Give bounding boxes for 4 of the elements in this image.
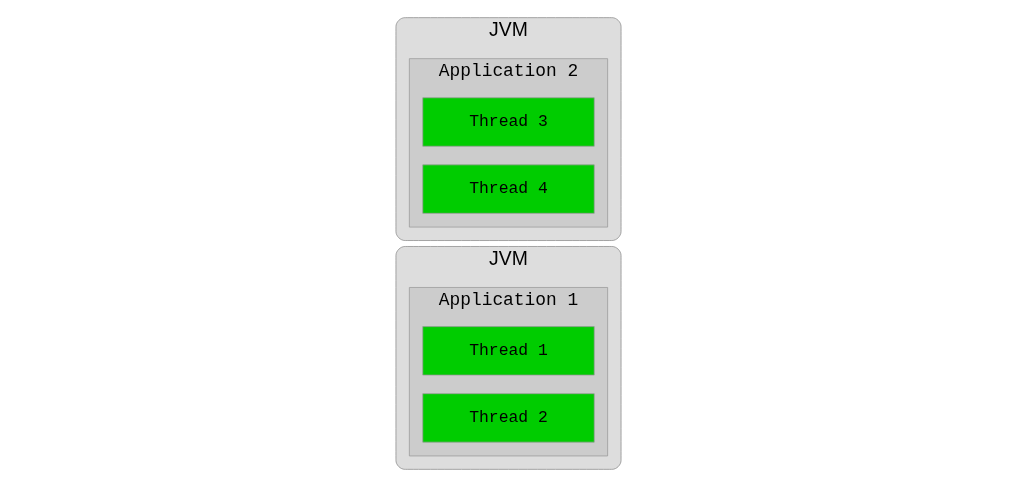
node-box: Thread 2 — [421, 393, 595, 443]
node-box: Thread 3 — [421, 97, 595, 147]
node-box: Thread 1 — [421, 326, 595, 376]
node-box: Thread 4 — [421, 164, 595, 214]
